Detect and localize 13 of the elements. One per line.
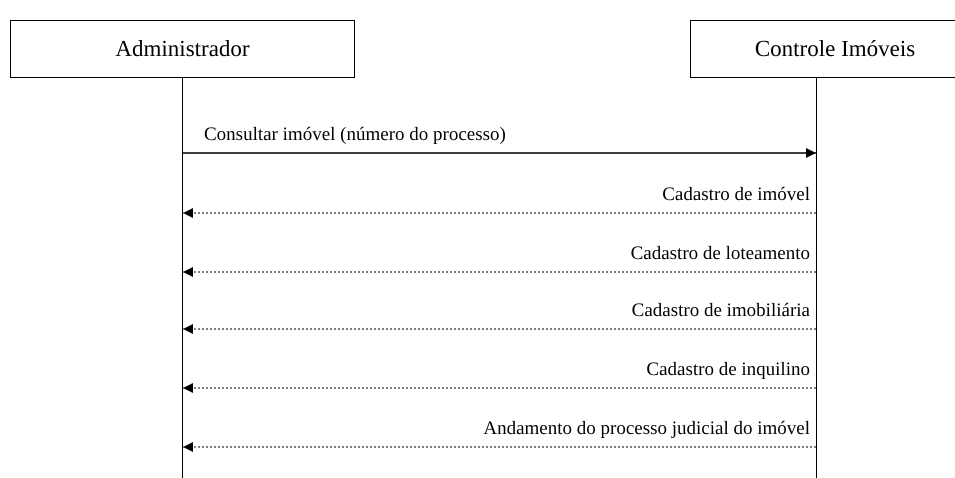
- actor-box: Controle Imóveis: [690, 20, 955, 78]
- message-label: Andamento do processo judicial do imóvel: [483, 418, 810, 440]
- lifeline: [182, 78, 183, 478]
- message-arrow: [182, 383, 816, 393]
- message-label: Consultar imóvel (número do processo): [204, 124, 506, 146]
- message-arrow: [182, 324, 816, 334]
- message-label: Cadastro de inquilino: [646, 359, 810, 381]
- message-arrow: [183, 148, 816, 158]
- actor-box: Administrador: [10, 20, 355, 78]
- message-arrow: [182, 442, 816, 452]
- lifeline: [816, 78, 817, 478]
- message-arrow: [182, 267, 816, 277]
- message-arrow: [182, 208, 816, 218]
